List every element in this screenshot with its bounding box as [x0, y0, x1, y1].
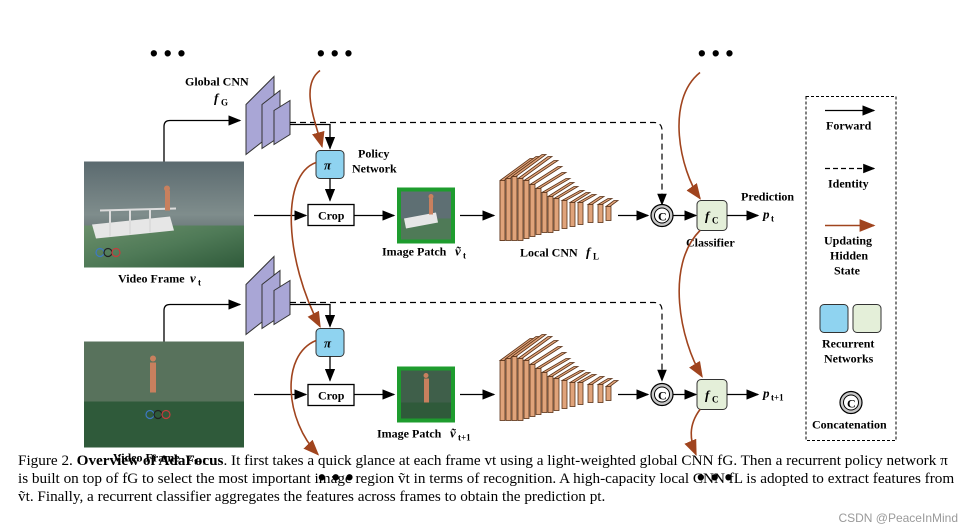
caption-body: . It first takes a quick glance at each … [18, 452, 955, 505]
legend: Forward Identity Updating Hidden State R… [805, 96, 897, 441]
video-frame-t1-symbol: v [186, 450, 192, 465]
classifier-symbol-t1: f [705, 388, 711, 403]
prediction-t-symbol: p [762, 207, 770, 222]
identity-dashed-arrow-t1 [290, 301, 667, 382]
concat-symbol-t1: C [658, 389, 667, 403]
global-cnn-label: Global CNN [185, 75, 249, 89]
watermark: CSDN @PeaceInMind [838, 511, 958, 525]
figure-caption: Figure 2. Overview of AdaFocus. It first… [18, 452, 958, 506]
global-cnn-subscript: G [221, 98, 228, 108]
classifier-subscript: C [712, 216, 719, 226]
prediction-t1-symbol: p [762, 386, 770, 401]
legend-updating-line3: State [834, 264, 861, 278]
local-cnn-symbol: f [586, 245, 592, 260]
image-patch-t1-subscript: t+1 [458, 433, 471, 443]
policy-symbol-t1: π [324, 336, 332, 351]
policy-hidden-out-arrow [290, 339, 320, 456]
legend-policy-swatch [819, 304, 849, 333]
classifier-hidden-in-arrow [678, 71, 701, 200]
frame-t1-to-global-arrow [163, 299, 242, 342]
legend-forward-label: Forward [826, 119, 872, 133]
video-frame-t-symbol: v [190, 271, 196, 286]
classifier-hidden-pass-arrow [678, 229, 703, 378]
policy-label-line1: Policy [358, 147, 389, 161]
legend-classifier-swatch [852, 304, 882, 333]
image-patch-t1-label: Image Patch [377, 427, 442, 441]
legend-concat-label: Concatenation [812, 418, 887, 432]
frame-to-global-arrow [163, 115, 242, 162]
video-frame-t-label: Video Frame [118, 272, 185, 286]
top-right-dots: • • • [698, 41, 733, 66]
local-cnn-block-t1 [498, 334, 620, 421]
identity-dashed-arrow [290, 121, 667, 206]
policy-hidden-in-arrow [309, 69, 325, 149]
image-patch-t-label: Image Patch [382, 245, 447, 259]
policy-label-line2: Network [352, 162, 397, 176]
concat-node-t1: C [650, 382, 674, 407]
bottom-right-dots: • • • [697, 465, 732, 490]
legend-updating-line2: Hidden [830, 249, 868, 263]
legend-identity-label: Identity [828, 177, 869, 191]
classifier-label: Classifier [686, 236, 735, 250]
image-patch-t1 [397, 366, 455, 423]
global-cnn-block [245, 75, 291, 156]
legend-updating-line1: Updating [824, 234, 872, 248]
classifier-subscript-t1: C [712, 395, 719, 405]
crop-label-t1: Crop [318, 389, 345, 403]
caption-title: Overview of AdaFocus [76, 452, 224, 469]
local-cnn-subscript: L [593, 252, 599, 262]
global-cnn-block-t1 [245, 255, 291, 336]
caption-figure-number: Figure 2. [18, 452, 73, 469]
classifier-hidden-out-arrow [684, 409, 701, 456]
local-cnn-block [499, 154, 620, 241]
video-frame-t1-subscript: t+1 [194, 457, 207, 467]
policy-hidden-pass-arrow [290, 161, 321, 328]
image-patch-t [397, 187, 455, 244]
concat-symbol-t: C [658, 210, 667, 224]
global-to-policy-arrow-t1 [290, 303, 336, 328]
legend-recurrent-line2: Networks [824, 352, 874, 366]
video-frame-t-subscript: t [198, 278, 201, 288]
prediction-t-subscript: t [771, 214, 774, 224]
video-frame-t1-label: Video Frame [113, 451, 180, 465]
video-frame-t1-image [84, 341, 244, 448]
legend-recurrent-line1: Recurrent [822, 337, 874, 351]
global-cnn-symbol: f [214, 91, 220, 106]
legend-concat-symbol: C [847, 397, 856, 411]
video-frame-t-image [84, 161, 244, 268]
concat-node-t: C [650, 203, 674, 228]
image-patch-t1-symbol: ṽ [450, 426, 457, 441]
top-left-dots: • • • [150, 41, 185, 66]
image-patch-t-subscript: t [463, 251, 466, 261]
legend-concat-icon: C [839, 390, 863, 415]
global-to-policy-arrow [290, 123, 336, 150]
policy-symbol: π [324, 158, 332, 173]
local-cnn-label: Local CNN [520, 246, 578, 260]
crop-label: Crop [318, 209, 345, 223]
classifier-symbol: f [705, 209, 711, 224]
bottom-middle-dots: • • • [318, 465, 353, 490]
top-middle-dots: • • • [317, 41, 352, 66]
image-patch-t-symbol: ṽ [455, 244, 462, 259]
prediction-label: Prediction [741, 190, 794, 204]
prediction-t1-subscript: t+1 [771, 393, 784, 403]
